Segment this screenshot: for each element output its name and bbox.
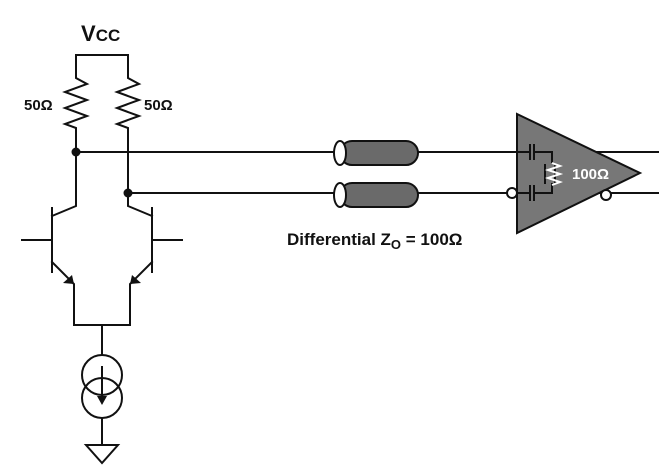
- coax-cable-positive: [333, 140, 419, 166]
- receiver-buffer: [516, 112, 643, 235]
- tail-node: [73, 324, 131, 356]
- right-transistor: [129, 207, 183, 326]
- vcc-rail: [75, 54, 129, 71]
- right-resistor-value: 50Ω: [144, 97, 173, 114]
- current-source: [81, 354, 123, 419]
- right-collector-lead: [127, 192, 154, 218]
- left-transistor: [21, 207, 75, 326]
- right-load-resistor: [114, 69, 142, 194]
- left-collector-lead: [50, 151, 77, 218]
- termination-value: 100Ω: [572, 166, 609, 183]
- coax-cable-negative: [333, 182, 419, 208]
- termination-network: [518, 144, 564, 201]
- vcc-label: VCC: [81, 21, 120, 46]
- output-inversion-bubble: [600, 189, 612, 201]
- ground-symbol: [83, 417, 121, 465]
- left-load-resistor: [62, 69, 90, 153]
- left-resistor-value: 50Ω: [24, 97, 53, 114]
- differential-impedance-label: Differential ZO = 100Ω: [287, 230, 462, 252]
- input-inversion-bubble: [506, 187, 518, 199]
